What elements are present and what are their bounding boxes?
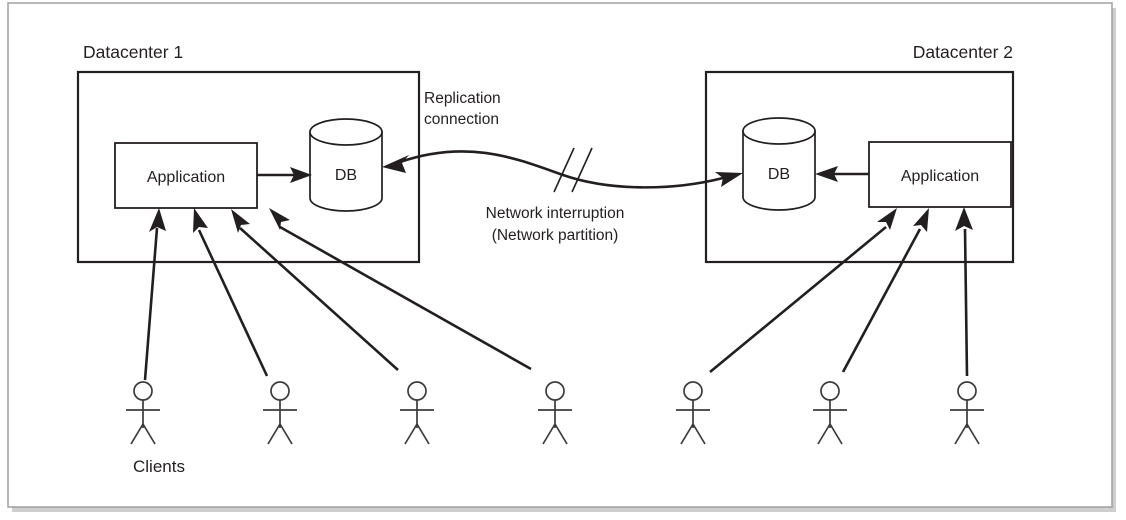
client-figure[interactable] [676, 381, 710, 445]
dc2-app-to-db-arrow [815, 166, 869, 182]
replication-arrowhead-right [715, 172, 743, 187]
datacenter-2-title: Datacenter 2 [913, 42, 1013, 62]
client-figures [126, 381, 984, 445]
dc1-application-box[interactable] [114, 142, 258, 209]
dc2-database-label: DB [768, 166, 790, 183]
replication-label-line1: Replication [424, 90, 501, 107]
dc2-database-cylinder[interactable] [742, 117, 816, 211]
dc2-application-label: Application [901, 168, 979, 185]
datacenter-1-group: Datacenter 1 Application DB [76, 42, 421, 264]
dc1-app-to-db-arrow [257, 167, 312, 183]
client-figure[interactable] [126, 381, 160, 445]
interruption-label-line2: (Network partition) [492, 227, 619, 244]
client-figure[interactable] [400, 381, 434, 445]
dc1-application-label: Application [147, 169, 225, 186]
replication-label-line2: connection [424, 111, 499, 128]
dc1-database-cylinder[interactable] [309, 118, 383, 212]
client-figure[interactable] [263, 381, 297, 445]
replication-arrowhead-left [382, 155, 409, 173]
datacenter-2-group: Datacenter 2 DB Application [704, 42, 1015, 264]
network-break-icon [553, 147, 593, 193]
clients-label: Clients [133, 457, 185, 476]
replication-connection-group: Replication connection Network interrupt… [382, 90, 743, 244]
dc2-client-rays [709, 207, 973, 377]
interruption-label-line1: Network interruption [486, 205, 625, 222]
dc2-application-box[interactable] [868, 141, 1012, 208]
client-figure[interactable] [813, 381, 847, 445]
dc1-client-rays [143, 208, 532, 381]
datacenter-1-title: Datacenter 1 [83, 42, 183, 62]
dc1-database-label: DB [335, 167, 357, 184]
client-figure[interactable] [538, 381, 572, 445]
client-figure[interactable] [950, 381, 984, 445]
